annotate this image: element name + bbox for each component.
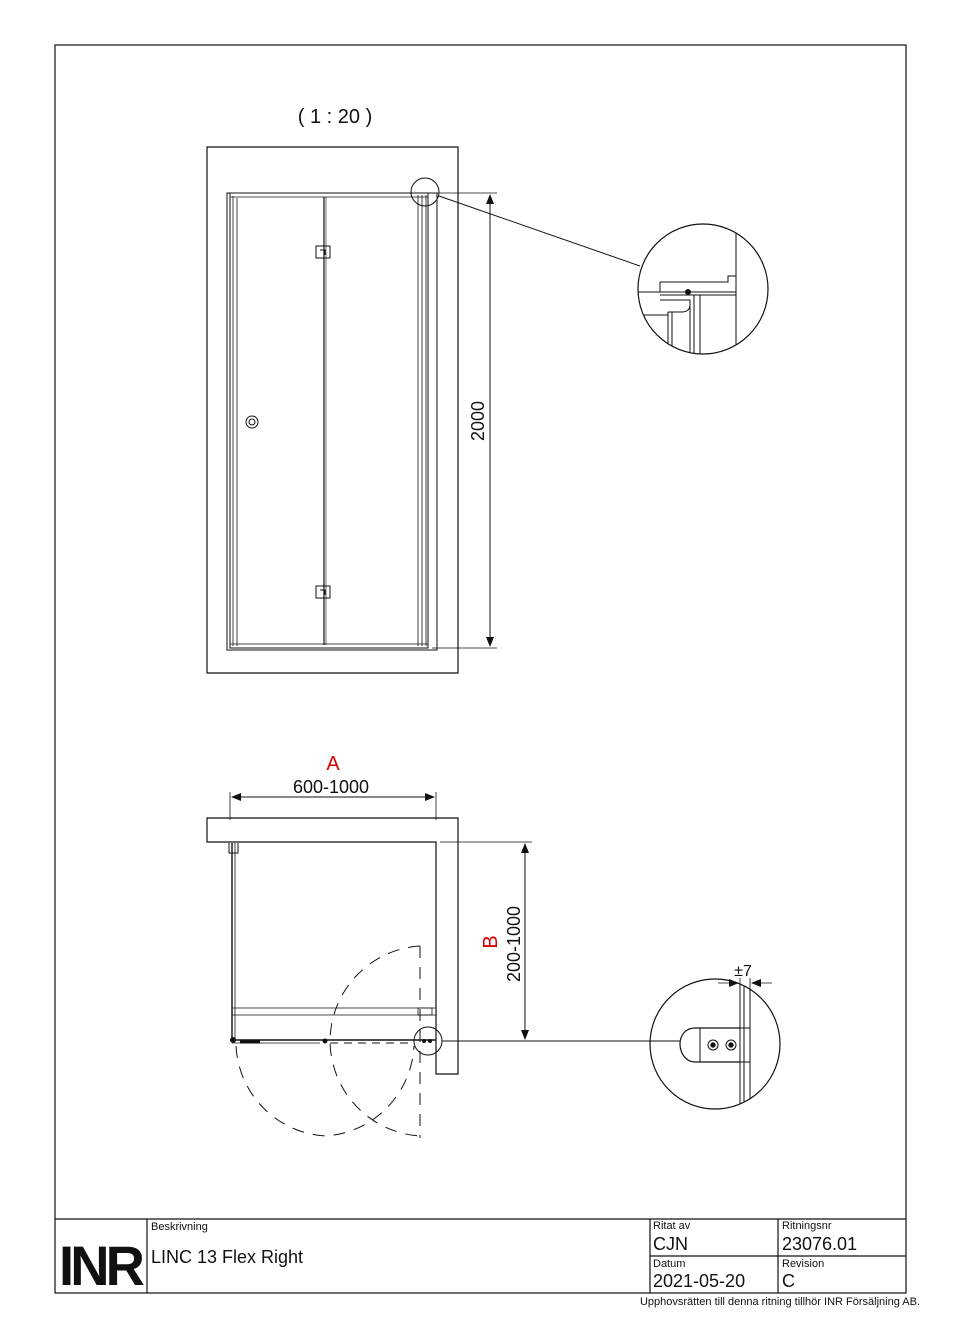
height-dimension-value: 2000	[468, 401, 488, 441]
scale-label: ( 1 : 20 )	[298, 106, 372, 128]
wall-outline	[206, 146, 459, 674]
hinge-top	[315, 245, 331, 259]
plan-wall	[206, 817, 459, 1075]
detail-view-top	[637, 223, 769, 355]
sheet-border	[54, 44, 907, 1294]
drawn-by-value: CJN	[653, 1234, 688, 1254]
height-dimension	[432, 192, 497, 649]
description-value: LINC 13 Flex Right	[151, 1247, 303, 1267]
date-value: 2021-05-20	[653, 1271, 745, 1291]
svg-text:INR: INR	[59, 1234, 144, 1297]
date-label: Datum	[653, 1258, 685, 1270]
front-view	[206, 146, 641, 674]
dimension-a-label: A	[326, 753, 340, 775]
dimension-b-range: 200-1000	[504, 906, 524, 982]
drawing-number-value: 23076.01	[782, 1234, 857, 1254]
copyright-notice: Upphovsrätten till denna ritning tillhör…	[640, 1296, 920, 1308]
dimension-a-range: 600-1000	[293, 777, 369, 797]
detail-view-bottom	[649, 978, 781, 1110]
enclosure-frame	[229, 192, 429, 649]
description-label: Beskrivning	[151, 1221, 208, 1233]
dimension-b-label: B	[480, 935, 502, 948]
plan-view	[206, 817, 680, 1138]
detail-marker-top	[410, 177, 440, 207]
hinge-bottom	[315, 585, 331, 599]
width-dimension	[229, 792, 437, 820]
wall-opening	[226, 192, 438, 651]
door-knob	[245, 415, 259, 429]
door-swing-arc-inner	[235, 1045, 415, 1137]
door-swing-arc-outer	[329, 945, 421, 1137]
drawn-by-label: Ritat av	[653, 1220, 691, 1232]
inr-logo: INR	[59, 1234, 148, 1297]
tolerance-label: ±7	[734, 963, 752, 980]
revision-value: C	[782, 1271, 795, 1291]
revision-label: Revision	[782, 1258, 824, 1270]
depth-dimension	[440, 841, 532, 1042]
title-block	[55, 1218, 906, 1293]
drawing-number-label: Ritningsnr	[782, 1220, 832, 1232]
